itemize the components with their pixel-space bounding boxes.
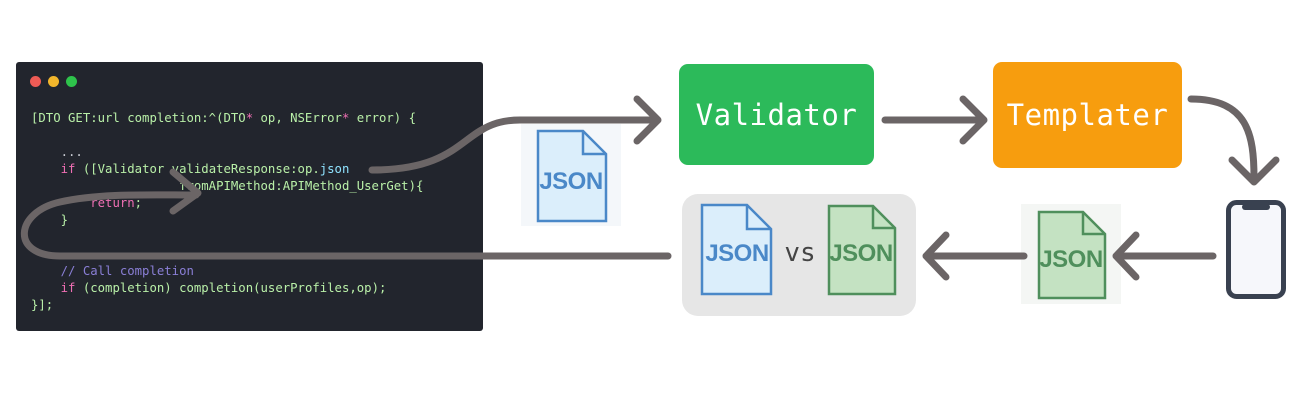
code-line: fromAPIMethod:APIMethod_UserGet){ (31, 178, 423, 195)
arrow-icon (959, 95, 988, 145)
arrow-icon (20, 191, 672, 260)
json-file-label: JSON (829, 240, 893, 267)
code-line: [DTO GET:url completion:^(DTO* op, NSErr… (31, 110, 416, 127)
arrow-icon (633, 95, 662, 145)
arrow-icon (922, 231, 950, 281)
json-file-icon: JSON (811, 198, 911, 300)
window-close-dot (30, 76, 41, 87)
code-token: // Call completion (31, 264, 194, 278)
code-token: (completion) completion(userProfiles,op)… (75, 281, 387, 295)
code-token: fromAPIMethod:APIMethod_UserGet){ (31, 179, 424, 193)
code-token: ; (134, 196, 143, 210)
arrow-icon (1228, 156, 1280, 186)
vs-label: vs (784, 238, 816, 268)
code-token: * (341, 111, 350, 125)
arrow-icon (1187, 95, 1258, 182)
code-token: [DTO GET:url completion:^(DTO (31, 111, 246, 125)
code-token: ... (31, 145, 83, 159)
code-token: if (60, 281, 76, 295)
code-line: ... (31, 144, 83, 161)
arrow-icon (169, 168, 202, 215)
json-file-label: JSON (705, 240, 769, 267)
json-file-icon: JSON (687, 198, 787, 300)
arrow-icon (368, 116, 659, 174)
templater-label: Templater (1006, 98, 1169, 132)
code-line: if ([Validator validateResponse:op.json (31, 161, 350, 178)
code-token: op, NSError (253, 111, 342, 125)
json-file-icon: JSON (1021, 204, 1121, 304)
code-token: }]; (31, 298, 54, 312)
code-token: json (319, 162, 350, 176)
validator-box: Validator (679, 64, 874, 165)
json-file-label: JSON (1039, 246, 1103, 273)
window-minimize-dot (48, 76, 59, 87)
validator-label: Validator (695, 97, 858, 132)
json-file-label: JSON (539, 168, 603, 195)
code-line: // Call completion (31, 263, 194, 280)
code-token: error) { (349, 111, 416, 125)
code-editor-window: [DTO GET:url completion:^(DTO* op, NSErr… (16, 62, 483, 331)
code-token: * (245, 111, 254, 125)
code-line: } (31, 212, 68, 229)
code-line: if (completion) completion(userProfiles,… (31, 280, 387, 297)
phone-icon (1226, 200, 1288, 304)
templater-box: Templater (993, 62, 1182, 168)
window-maximize-dot (66, 76, 77, 87)
code-token: } (31, 213, 69, 227)
code-line: }]; (31, 297, 53, 314)
arrow-icon (1112, 231, 1140, 281)
code-token: if (60, 162, 76, 176)
code-token: ([Validator validateResponse:op. (75, 162, 320, 176)
json-file-icon: JSON (521, 124, 621, 226)
